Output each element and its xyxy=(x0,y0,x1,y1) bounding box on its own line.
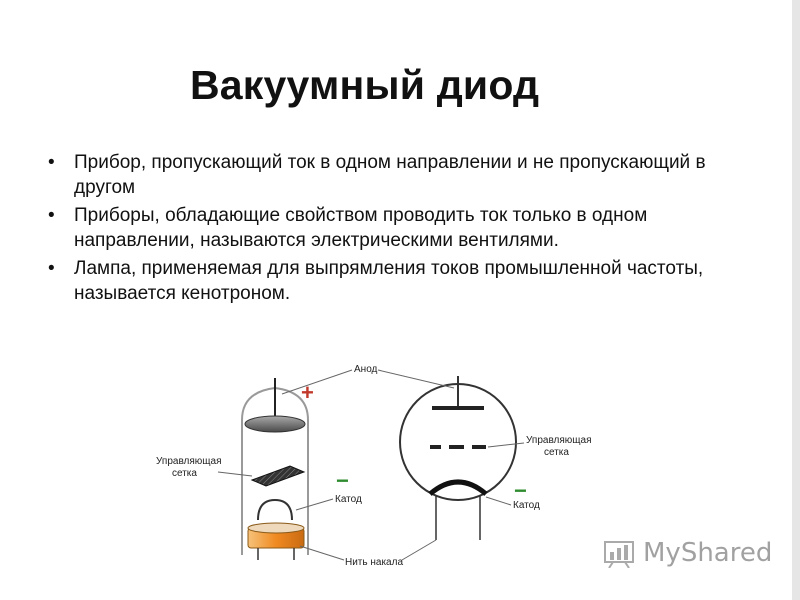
anode-label: Анод xyxy=(354,364,378,375)
bullet-list: • Прибор, пропускающий ток в одном напра… xyxy=(48,150,748,309)
bullet-text: Прибор, пропускающий ток в одном направл… xyxy=(74,152,706,198)
grid-label-right-line2: сетка xyxy=(544,447,569,458)
bullet-item: • Приборы, обладающие свойством проводит… xyxy=(48,203,748,253)
anode-plate-left xyxy=(244,415,306,433)
slide-title: Вакуумный диод xyxy=(190,62,540,108)
filament-pointer-left xyxy=(299,545,345,561)
vacuum-diode-diagram: + − − Анод Управляющая сетка Управляющая… xyxy=(156,364,591,568)
cathode-pointer-left xyxy=(295,498,334,511)
bullet-marker: • xyxy=(48,152,55,173)
cathode-label-right: Катод xyxy=(513,500,540,511)
watermark-text: MyShared xyxy=(643,538,773,568)
bullet-item: • Прибор, пропускающий ток в одном напра… xyxy=(48,150,748,200)
filament-label: Нить накала xyxy=(345,557,403,568)
anode-pointer-left xyxy=(281,369,353,395)
cathode-arc-right xyxy=(428,479,488,496)
watermark: MyShared xyxy=(603,538,772,568)
cathode-label-left: Катод xyxy=(335,494,362,505)
minus-sign-left: − xyxy=(336,468,349,493)
grid-label-right-line1: Управляющая xyxy=(526,435,591,446)
grid-pointer-left xyxy=(217,471,253,477)
cathode-left xyxy=(257,498,293,521)
cathode-pointer-right xyxy=(485,496,512,506)
bullet-text: Приборы, обладающие свойством проводить … xyxy=(74,205,648,251)
bullet-item: • Лампа, применяемая для выпрямления ток… xyxy=(48,256,748,306)
grid-mesh-left xyxy=(250,465,306,487)
heater-top-left xyxy=(247,522,305,534)
filament-pointer-right xyxy=(401,539,437,561)
minus-sign-right: − xyxy=(514,478,527,503)
grid-label-left-line1: Управляющая xyxy=(156,456,221,467)
bullet-marker: • xyxy=(48,205,55,226)
bar-chart-logo-icon xyxy=(604,541,634,568)
bullet-marker: • xyxy=(48,258,55,279)
slide-edge-strip xyxy=(792,0,800,600)
bullet-text: Лампа, применяемая для выпрямления токов… xyxy=(74,258,704,304)
anode-pointer-right xyxy=(377,369,455,389)
grid-label-left-line2: сетка xyxy=(172,468,197,479)
grid-pointer-right xyxy=(487,442,525,448)
